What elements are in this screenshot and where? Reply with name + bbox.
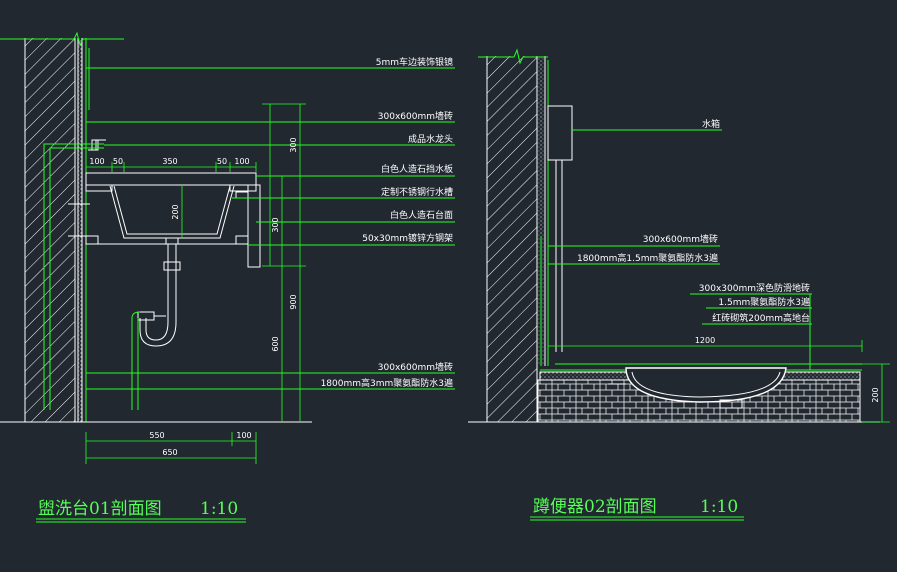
label-splash-board: 白色人造石挡水板 bbox=[381, 163, 453, 175]
label-wall-tile-upper: 300x600mm墙砖 bbox=[378, 110, 453, 122]
label-steel-sink: 定制不锈钢行水槽 bbox=[381, 186, 453, 198]
drawing2-title: 蹲便器02剖面图 bbox=[533, 497, 657, 517]
label-mirror: 5mm车边装饰银镜 bbox=[376, 56, 453, 68]
dim-top-50-right: 50 bbox=[217, 157, 227, 166]
label-wall-waterproofing: 1800mm高1.5mm聚氨酯防水3遍 bbox=[577, 252, 718, 264]
dim-right-upper-300: 300 bbox=[289, 137, 298, 152]
dim-top-50-left: 50 bbox=[113, 157, 123, 166]
dim-top-350: 350 bbox=[162, 157, 177, 166]
label-floor-waterproofing: 1.5mm聚氨酯防水3遍 bbox=[718, 296, 810, 308]
label-faucet: 成品水龙头 bbox=[408, 133, 453, 145]
dim-bottom-550: 550 bbox=[149, 431, 164, 440]
label-floor-tile: 300x300mm深色防滑地砖 bbox=[699, 282, 810, 294]
drawing1-title: 盥洗台01剖面图 bbox=[38, 499, 162, 519]
dim-top-100-right: 100 bbox=[234, 157, 249, 166]
dim-bottom-100: 100 bbox=[236, 431, 251, 440]
label-water-tank: 水箱 bbox=[702, 118, 720, 130]
label-countertop: 白色人造石台面 bbox=[390, 209, 453, 221]
washbasin-section bbox=[0, 31, 455, 523]
dim-right-mid-300: 300 bbox=[271, 217, 280, 232]
label-brick-platform: 红砖砌筑200mm高地台 bbox=[712, 312, 810, 324]
label-steel-frame: 50x30mm镀锌方钢架 bbox=[362, 232, 453, 244]
dim-right-600: 600 bbox=[271, 336, 280, 351]
label-wall-tile: 300x600mm墙砖 bbox=[643, 233, 718, 245]
wall-hatch-2 bbox=[487, 56, 537, 422]
squat-pan bbox=[625, 367, 787, 403]
dim-top-100-left: 100 bbox=[89, 157, 104, 166]
drawing2-scale: 1:10 bbox=[700, 497, 738, 517]
dim-bottom-650: 650 bbox=[162, 448, 177, 457]
dim-height-200: 200 bbox=[871, 387, 880, 402]
squat-toilet-section bbox=[468, 48, 890, 521]
dim-width-1200: 1200 bbox=[695, 336, 715, 345]
label-waterproofing: 1800mm高3mm聚氨酯防水3遍 bbox=[321, 377, 453, 389]
drawing1-scale: 1:10 bbox=[200, 499, 238, 519]
dim-right-900: 900 bbox=[289, 294, 298, 309]
dim-basin-depth: 200 bbox=[171, 204, 180, 219]
water-tank bbox=[547, 105, 573, 161]
label-wall-tile-lower: 300x600mm墙砖 bbox=[378, 361, 453, 373]
